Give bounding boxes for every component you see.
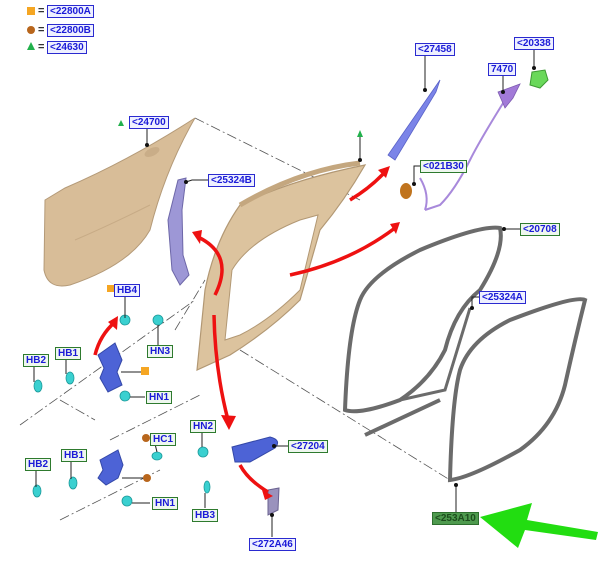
callout-20338[interactable]: <20338 xyxy=(514,37,554,50)
callout-25324A[interactable]: <25324A xyxy=(479,291,526,304)
clip-20338 xyxy=(529,69,549,89)
legend-equals: = xyxy=(38,24,45,36)
callout-HB3[interactable]: HB3 xyxy=(192,509,219,522)
cable-7470 xyxy=(419,83,521,211)
cover-272A46 xyxy=(267,487,280,516)
square-symbol-icon xyxy=(27,7,35,15)
callout-HB1-lower[interactable]: HB1 xyxy=(61,449,88,462)
strip-27458 xyxy=(387,79,441,161)
seal-25324A xyxy=(399,307,472,402)
leader-lines xyxy=(33,49,535,537)
triangle-marker xyxy=(357,130,363,137)
callout-25324B[interactable]: <25324B xyxy=(208,174,255,187)
seal-20708 xyxy=(342,225,503,414)
callout-20708[interactable]: <20708 xyxy=(520,223,560,236)
callout-HB1-upper[interactable]: HB1 xyxy=(55,347,82,360)
legend-equals: = xyxy=(38,5,45,17)
door-inner-frame xyxy=(196,160,367,371)
triangle-symbol-icon xyxy=(27,42,35,50)
callout-27458[interactable]: <27458 xyxy=(415,43,455,56)
door-outer-panel xyxy=(43,117,196,287)
leader-dots xyxy=(145,66,536,517)
circle-symbol-icon xyxy=(27,26,35,34)
callout-HB4[interactable]: HB4 xyxy=(114,284,141,297)
callout-HB2-lower[interactable]: HB2 xyxy=(25,458,52,471)
fasteners xyxy=(32,314,211,507)
red-arrows xyxy=(93,170,397,494)
callout-HN2[interactable]: HN2 xyxy=(190,420,217,433)
callout-HN1-upper[interactable]: HN1 xyxy=(146,391,173,404)
callout-7470[interactable]: 7470 xyxy=(488,63,517,76)
callout-272A46[interactable]: <272A46 xyxy=(249,538,296,551)
pad-021B30 xyxy=(400,183,412,199)
callout-HB2-upper[interactable]: HB2 xyxy=(23,354,50,367)
seal-253A10 xyxy=(447,297,588,483)
upper-hinge xyxy=(97,342,123,393)
square-marker xyxy=(107,285,114,292)
callout-27204[interactable]: <27204 xyxy=(288,440,328,453)
callout-24700[interactable]: <24700 xyxy=(129,116,169,129)
check-strap-27204 xyxy=(231,436,279,463)
circle-marker xyxy=(143,474,151,482)
legend-ref-22800A[interactable]: <22800A xyxy=(47,5,94,18)
legend-equals: = xyxy=(38,41,45,53)
bracket-25324B xyxy=(167,177,190,286)
lower-hinge xyxy=(97,449,124,486)
triangle-marker xyxy=(118,120,124,126)
circle-marker xyxy=(142,434,150,442)
callout-HN1-lower[interactable]: HN1 xyxy=(152,497,179,510)
callout-021B30[interactable]: <021B30 xyxy=(420,160,467,173)
square-marker xyxy=(141,367,149,375)
red-arrowheads xyxy=(108,166,400,500)
callout-HC1[interactable]: HC1 xyxy=(150,433,177,446)
highlight-arrow xyxy=(480,503,598,548)
legend-ref-22800B[interactable]: <22800B xyxy=(47,24,94,37)
callout-HN3[interactable]: HN3 xyxy=(147,345,174,358)
callout-253A10[interactable]: <253A10 xyxy=(432,512,479,525)
legend-ref-24630[interactable]: <24630 xyxy=(47,41,87,54)
